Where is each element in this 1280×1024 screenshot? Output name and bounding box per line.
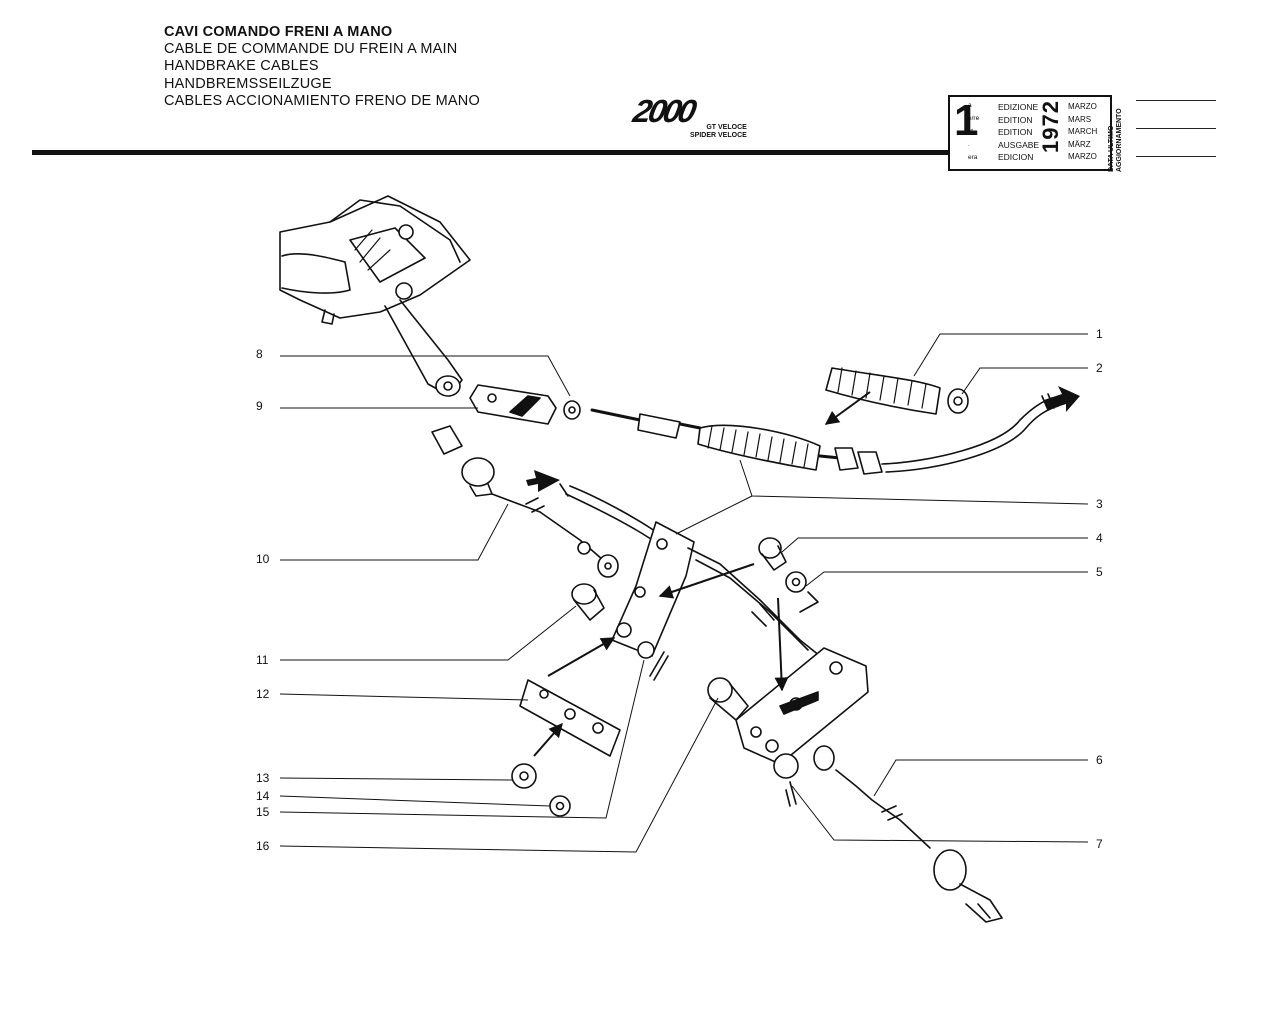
callout-2: 2 <box>1096 361 1103 375</box>
edition-word: AUSGABE <box>998 139 1040 150</box>
edition-month: MARZO <box>1068 102 1097 111</box>
callout-11: 11 <box>256 653 269 667</box>
edition-month: MARS <box>1068 114 1092 124</box>
update-date-lines <box>1136 100 1216 184</box>
part-2-nut <box>947 388 969 414</box>
direction-arrows <box>526 386 1080 492</box>
callout-5: 5 <box>1096 565 1103 579</box>
arrow-left-cable <box>526 470 560 492</box>
callout-16: 16 <box>256 839 270 853</box>
part-11-pin <box>571 583 605 621</box>
callout-numbers-right: 1 2 3 4 5 6 7 <box>1096 327 1103 851</box>
edition-suffix: st <box>968 128 974 135</box>
edition-suffix: era <box>968 154 978 161</box>
title-spanish: CABLES ACCIONAMIENTO FRENO DE MANO <box>164 92 480 109</box>
update-line <box>1136 100 1216 101</box>
arrow-to-rear <box>1044 386 1080 412</box>
edition-month: MÄRZ <box>1068 139 1091 149</box>
callout-numbers-left: 8 9 10 11 12 13 14 15 16 <box>256 347 270 853</box>
header-rule <box>32 150 950 155</box>
title-italian: CAVI COMANDO FRENI A MANO <box>164 24 393 40</box>
callout-10: 10 <box>256 552 270 566</box>
callout-6: 6 <box>1096 753 1103 767</box>
title-english: HANDBRAKE CABLES <box>164 58 319 75</box>
title-french: CABLE DE COMMANDE DU FREIN A MAIN <box>164 41 458 58</box>
callout-14: 14 <box>256 789 270 803</box>
edition-number: 1 <box>954 96 979 145</box>
callout-13: 13 <box>256 771 270 785</box>
edition-box: 1 a e/re st . era EDIZIONE EDITION EDITI… <box>948 95 1112 171</box>
logo-variant-gt: GT VELOCE <box>706 124 747 131</box>
part-14-nut <box>549 795 571 817</box>
title-german: HANDBREMSSEILZUGE <box>164 75 332 92</box>
assembly-arrows <box>533 391 871 757</box>
part-7-clevis-pin <box>789 781 797 805</box>
part-13-washer <box>511 763 537 789</box>
edition-suffix: a <box>968 102 972 109</box>
callout-7: 7 <box>1096 837 1103 851</box>
part-10-left-cable <box>431 425 663 578</box>
edition-suffix: . <box>968 141 970 148</box>
callout-9: 9 <box>256 399 263 413</box>
part-15-split-pin <box>649 651 669 681</box>
part-5-washer <box>785 571 819 613</box>
callout-3: 3 <box>1096 497 1103 511</box>
part-4-pin <box>758 537 787 571</box>
edition-month: MARZO <box>1068 152 1097 162</box>
edition-suffix: e/re <box>968 115 980 122</box>
callout-12: 12 <box>256 687 270 701</box>
model-logo: 2000 GT VELOCE SPIDER VELOCE <box>630 93 762 139</box>
title-block: CAVI COMANDO FRENI A MANO CABLE DE COMMA… <box>164 24 480 110</box>
logo-variant-spider: SPIDER VELOCE <box>690 132 747 139</box>
left-equalizer-bracket <box>611 521 831 665</box>
part-3-front-cable <box>590 393 1059 475</box>
edition-word: EDITION <box>998 114 1033 125</box>
edition-words: EDIZIONE EDITION EDITION AUSGABE EDICION <box>998 101 1039 164</box>
edition-word: EDICION <box>998 152 1034 163</box>
part-9-lever-plate <box>469 384 557 425</box>
edition-word: EDIZIONE <box>998 102 1039 112</box>
callout-4: 4 <box>1096 531 1103 545</box>
part-1-rubber-boot <box>825 367 941 415</box>
callout-1: 1 <box>1096 327 1103 341</box>
part-12-plate <box>519 679 621 757</box>
part-6-right-cable <box>813 745 1003 923</box>
update-line <box>1136 128 1216 129</box>
callout-8: 8 <box>256 347 263 361</box>
leader-lines <box>279 333 1089 853</box>
edition-months: MARZO MARS MARCH MÄRZ MARZO <box>1068 101 1097 164</box>
logo-variants: GT VELOCE SPIDER VELOCE <box>690 124 747 140</box>
callout-15: 15 <box>256 805 270 819</box>
handbrake-lever-assembly <box>279 195 471 397</box>
edition-word: EDITION <box>998 127 1033 138</box>
right-equalizer-bracket <box>735 647 869 807</box>
part-8-nut <box>563 400 581 420</box>
part-16-pin <box>707 677 749 721</box>
update-line <box>1136 156 1216 157</box>
edition-month: MARCH <box>1068 127 1098 137</box>
